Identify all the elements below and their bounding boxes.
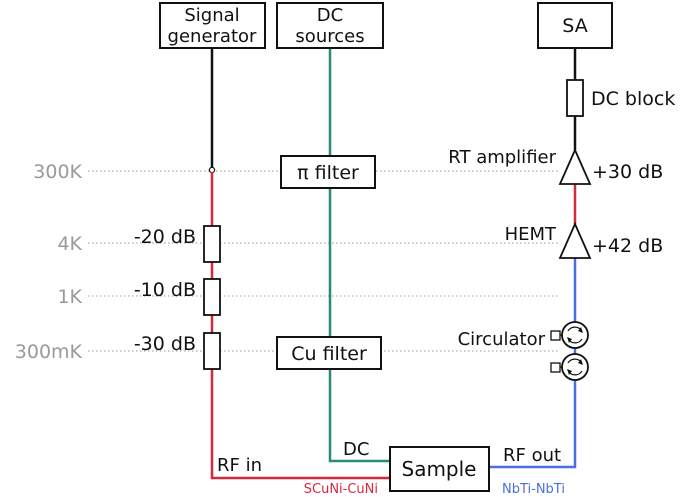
input-line-scuni	[210, 172, 390, 480]
hemt-gain: +42 dB	[592, 235, 663, 257]
pi-filter-box: π filter	[280, 155, 376, 189]
rt-amplifier-icon	[558, 147, 592, 185]
rt-amplifier-label: RT amplifier	[448, 147, 556, 168]
attenuator-10db-label: -10 dB	[134, 279, 196, 301]
circulator-icon-1	[550, 321, 589, 349]
hemt-amplifier-icon	[558, 221, 592, 259]
attenuator-10db	[203, 278, 221, 316]
rf-out-label: RF out	[503, 445, 561, 466]
attenuator-30db-label: -30 dB	[134, 333, 196, 355]
sample-box: Sample	[389, 446, 490, 492]
dc-label: DC	[343, 439, 369, 460]
temp-label-300mk: 300mK	[15, 341, 83, 363]
pi-filter-label: π filter	[297, 162, 359, 184]
scuni-cable-label: SCuNi-CuNi	[304, 482, 378, 497]
dc-block-component	[566, 79, 584, 117]
dc-sources-box: DC sources	[276, 2, 384, 49]
rf-in-label: RF in	[217, 455, 262, 476]
attenuator-20db	[203, 225, 221, 263]
attenuator-30db	[203, 332, 221, 370]
signal-generator-box: Signal generator	[159, 2, 266, 49]
dc-sources-label-1: DC	[317, 5, 343, 26]
input-junction	[208, 166, 216, 174]
sa-label: SA	[562, 15, 587, 37]
hemt-label: HEMT	[505, 224, 557, 245]
attenuator-20db-label: -20 dB	[134, 226, 196, 248]
circulator-icon-2	[550, 353, 589, 381]
cu-filter-box: Cu filter	[276, 336, 382, 370]
dc-sources-label-2: sources	[295, 26, 364, 47]
dc-line	[328, 48, 390, 463]
nbti-cable-label: NbTi-NbTi	[502, 482, 565, 497]
temp-label-4k: 4K	[57, 233, 82, 255]
rt-amplifier-gain: +30 dB	[592, 161, 663, 183]
circulator-label: Circulator	[458, 329, 546, 350]
temp-label-1k: 1K	[57, 286, 82, 308]
dc-block-label: DC block	[591, 88, 675, 110]
sample-label: Sample	[402, 457, 477, 481]
sa-box: SA	[537, 2, 613, 49]
signal-generator-label-1: Signal	[184, 5, 239, 26]
signal-generator-label-2: generator	[168, 26, 257, 47]
temp-label-300k: 300K	[33, 161, 82, 183]
cu-filter-label: Cu filter	[291, 343, 367, 365]
